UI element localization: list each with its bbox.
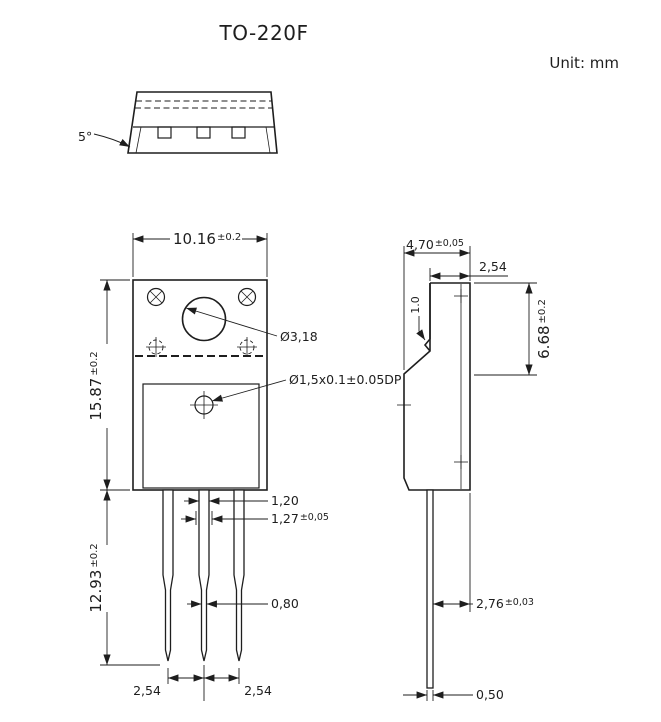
body-width-label: 10.16±0.2 xyxy=(173,230,241,248)
lead-setback-label: 2,76±0,03 xyxy=(476,596,534,611)
corner-hole-circle xyxy=(146,287,166,307)
leader-line xyxy=(211,379,287,402)
mounting-hole xyxy=(181,296,227,342)
lead-tip-width-label: 0,80 xyxy=(271,596,299,611)
back-dimple-right xyxy=(237,337,257,357)
lead-width-label: 1,20 xyxy=(271,493,299,508)
top-tab xyxy=(157,126,172,139)
cross-mark xyxy=(240,290,254,304)
body-height-value: 15.87 xyxy=(87,378,105,421)
pitch-right-label: 2,54 xyxy=(244,683,272,698)
leader-line xyxy=(416,316,426,341)
callout-mounting-hole: Ø3,18 xyxy=(185,307,318,344)
top-tab xyxy=(231,126,246,139)
lead-left xyxy=(162,489,174,662)
cross-mark xyxy=(149,290,163,304)
lead-setback-tol: ±0,03 xyxy=(505,597,534,608)
lead-setback-value: 2,76 xyxy=(476,596,504,611)
mounting-hole-label: Ø3,18 xyxy=(280,329,318,344)
corner-hole-circle xyxy=(237,287,257,307)
corner-hole-right xyxy=(237,287,257,307)
side-lead xyxy=(426,489,434,689)
dimple-label: Ø1,5x0.1±0.05DP xyxy=(289,372,402,387)
front-face-recess xyxy=(142,383,260,489)
leader-line xyxy=(93,133,131,148)
package-body xyxy=(132,279,268,491)
leader-line xyxy=(185,307,278,337)
top-view-outline xyxy=(127,91,278,154)
dimple-center-mark xyxy=(397,398,411,412)
unit-note: Unit: mm xyxy=(549,54,619,72)
draft-angle-label: 5° xyxy=(78,129,92,144)
pitch-left-label: 2,54 xyxy=(133,683,161,698)
front-view xyxy=(132,279,268,662)
lead-base-width-label: 1,27±0,05 xyxy=(271,511,329,526)
step-depth-label: 1.0 xyxy=(409,296,422,314)
dim-lead-setback: 2,76±0,03 xyxy=(433,493,534,612)
back-dimple-left xyxy=(146,337,166,357)
dim-lead-thickness: 0,50 xyxy=(403,687,504,702)
upper-thickness-label: 2,54 xyxy=(479,259,507,274)
front-dimple xyxy=(190,391,218,419)
total-thickness-tol: ±0,05 xyxy=(435,238,464,249)
top-tab xyxy=(196,126,211,139)
dim-body-width: 10.16±0.2 xyxy=(132,230,268,277)
lead-base-width-tol: ±0,05 xyxy=(300,512,329,523)
side-body-outline xyxy=(403,282,471,491)
dim-lead-pitch: 2,54 2,54 xyxy=(133,665,272,701)
side-view xyxy=(397,282,471,689)
dim-lead-length: 12.93 ±0.2 xyxy=(87,490,160,666)
upper-height-label: 6.68 ±0.2 xyxy=(535,299,553,359)
body-height-tol: ±0.2 xyxy=(89,351,100,375)
corner-draft-line xyxy=(135,126,142,154)
total-thickness-value: 4,70 xyxy=(406,237,434,252)
lower-center-mark xyxy=(454,455,468,469)
dim-lead-width: 1,20 xyxy=(184,492,299,508)
body-height-label: 15.87 ±0.2 xyxy=(87,351,105,420)
dim-upper-thickness: 2,54 xyxy=(429,259,508,281)
dim-step-depth: 1.0 xyxy=(409,296,426,341)
upper-height-value: 6.68 xyxy=(535,325,553,358)
upper-height-tol: ±0.2 xyxy=(537,299,548,323)
lead-thickness-label: 0,50 xyxy=(476,687,504,702)
dim-upper-height: 6.68 ±0.2 xyxy=(474,282,553,376)
lead-length-tol: ±0.2 xyxy=(89,543,100,567)
dim-draft-angle: 5° xyxy=(78,129,131,148)
body-width-value: 10.16 xyxy=(173,230,216,248)
corner-hole-left xyxy=(146,287,166,307)
lead-base-width-value: 1,27 xyxy=(271,511,299,526)
corner-draft-line xyxy=(265,126,271,154)
dim-body-height: 15.87 ±0.2 xyxy=(87,279,130,491)
dim-lead-tip-width: 0,80 xyxy=(187,596,299,611)
top-view xyxy=(127,91,278,154)
hole-center-mark xyxy=(454,289,468,303)
dim-total-thickness: 4,70±0,05 xyxy=(403,237,471,370)
page-title: TO-220F xyxy=(219,21,309,45)
lead-length-value: 12.93 xyxy=(87,570,105,613)
lead-length-label: 12.93 ±0.2 xyxy=(87,543,105,612)
total-thickness-label: 4,70±0,05 xyxy=(406,237,464,252)
lead-right xyxy=(233,489,245,662)
callout-dimple: Ø1,5x0.1±0.05DP xyxy=(211,372,402,402)
lead-middle xyxy=(198,489,210,662)
side-left-edge-notch xyxy=(423,283,431,352)
body-width-tol: ±0.2 xyxy=(217,232,241,243)
dim-lead-base-width: 1,27±0,05 xyxy=(181,511,329,526)
